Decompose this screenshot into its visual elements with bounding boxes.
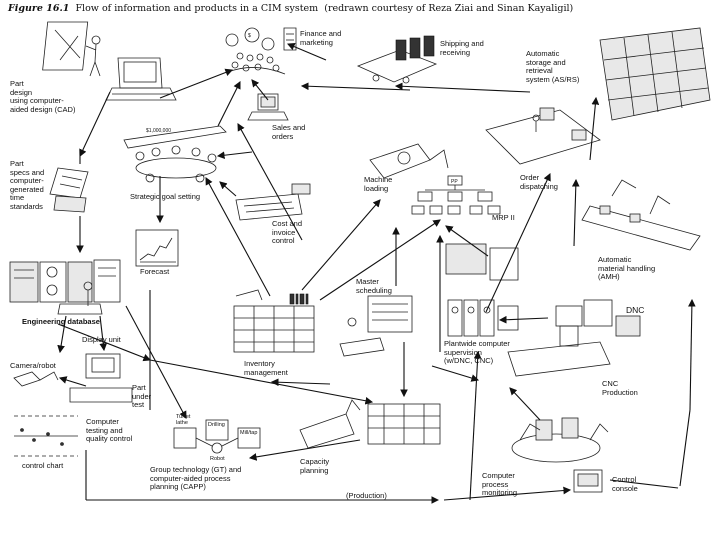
machine-loading-sketch [369,143,449,179]
svg-text:$: $ [248,33,251,39]
figure-caption: Flow of information and products in a CI… [75,3,319,14]
label-capacity-planning: Capacity planning [300,457,330,475]
label-robot: Robot [210,456,225,462]
capacity-planning-sketch [299,399,361,449]
label-production: (Production) [346,491,387,500]
label-control-chart: control chart [22,461,64,470]
display-unit-sketch [69,353,133,403]
mrp-tree-sketch: PP [411,175,501,215]
finance-crowd-sketch: $ [225,27,297,75]
asrs-rack-sketch [599,27,711,121]
control-chart-sketch [14,415,78,457]
label-order-dispatching: Order dispatching [520,173,558,191]
label-mrp: MRP II [492,213,515,222]
figure-title: Figure 16.1 Flow of information and prod… [8,3,573,14]
label-master-scheduling: Master scheduling [356,277,392,295]
label-dnc: DNC [626,305,645,315]
label-plantwide: Plantwide computer supervision (w/DNC, C… [444,339,510,365]
shipping-truck-sketch [356,35,438,84]
label-drilling: Drilling [208,422,225,428]
label-turret-lathe: Turret lathe [176,414,191,426]
engineering-database-sketch [9,259,121,315]
label-part-under-test: Part under test [132,383,152,409]
cnc-production-sketch [507,325,611,377]
process-monitoring-sketch [511,417,609,463]
label-engineering-database: Engineering database [22,317,100,326]
label-cnc-production: CNC Production [602,379,638,397]
label-display-unit: Display unit [82,335,121,344]
cad-designer-sketch [42,21,101,77]
figure-number: Figure 16.1 [8,3,70,14]
label-computer-testing: Computer testing and quality control [86,417,133,443]
part-specs-sketch [49,167,89,213]
label-sales-orders: Sales and orders [272,123,306,141]
gt-cell-sketch [173,419,261,454]
mrp-tree-root-label: PP [451,179,458,185]
svg-text:$1,000,000: $1,000,000 [146,128,171,134]
label-amh: Automatic material handling (AMH) [598,255,656,281]
inventory-sketch [233,289,315,353]
figure-credit: (redrawn courtesy of Reza Ziai and Sinan… [324,3,574,14]
dnc-machines-sketch [555,299,641,337]
master-scheduling-sketch [339,295,413,357]
label-gt-capp: Group technology (GT) and computer-aided… [150,465,242,491]
label-strategic-goal: Strategic goal setting [130,192,201,201]
strategic-meeting-sketch: $1,000,000 [123,125,227,183]
camera-robot-sketch [13,371,59,387]
label-cost-invoice: Cost and invoice control [272,219,303,245]
label-forecast: Forecast [140,267,170,276]
cad-terminal-sketch [105,57,177,101]
forecast-chart-sketch [135,229,179,267]
label-control-console: Control console [612,475,638,493]
plantwide-computers-sketch [445,243,519,337]
label-finance-marketing: Finance and marketing [300,29,342,47]
label-part-design: Part design using computer- aided design… [10,79,76,114]
label-shipping-receiving: Shipping and receiving [440,39,484,57]
order-dispatching-sketch [485,107,601,165]
control-console-sketch [573,469,603,493]
cost-invoice-sketch [235,183,311,221]
label-camera-robot: Camera/robot [10,361,56,370]
label-inventory-management: Inventory management [244,359,288,377]
sales-terminal-sketch [247,93,289,121]
flow-arrows [57,43,696,504]
label-machine-loading: Machine loading [364,175,393,193]
label-mill-tap: Mill/tap [240,430,258,436]
production-floor-sketch [367,403,441,445]
amh-conveyor-sketch [581,179,701,251]
label-process-monitoring: Computer process monitoring [482,471,518,497]
label-asrs: Automatic storage and retrieval system (… [526,49,580,84]
label-part-specs: Part specs and computer- generated time … [10,159,45,211]
